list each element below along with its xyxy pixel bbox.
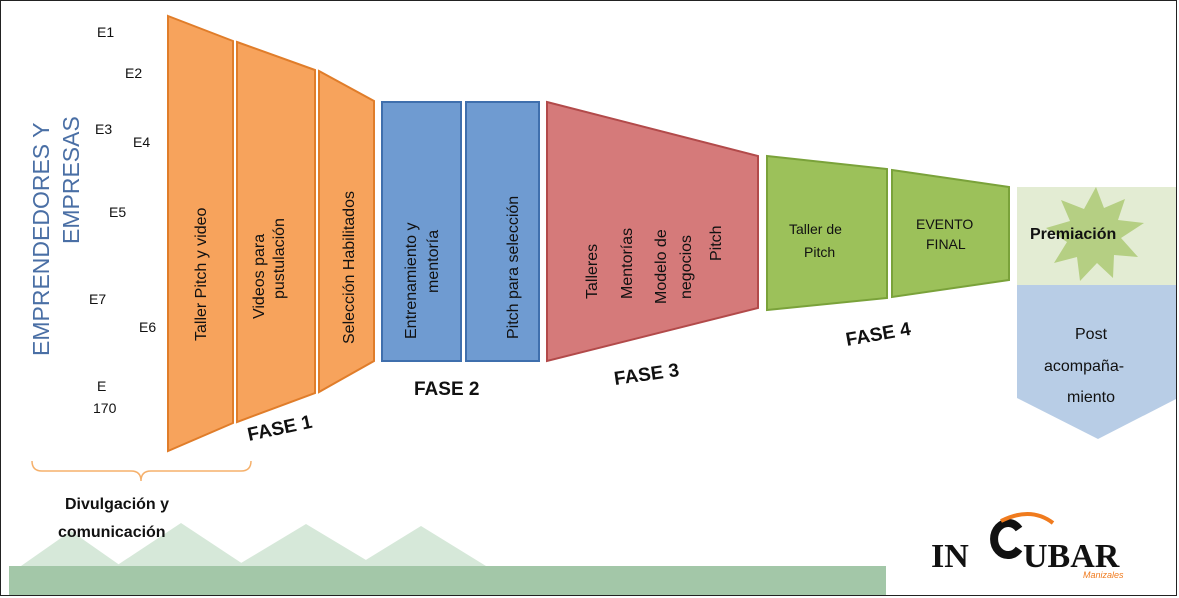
logo-swoosh <box>1000 512 1055 525</box>
phase3-label-line4: negocios <box>678 235 695 299</box>
phase3-shape <box>546 100 759 363</box>
incubar-logo: IN UBAR Manizales <box>931 512 1124 580</box>
logo-text-in: IN <box>931 538 969 575</box>
phase3-label-line3: Modelo de <box>653 229 670 304</box>
phase2-label: FASE 2 <box>414 379 479 400</box>
phase3-label: FASE 3 <box>613 360 681 390</box>
phase2-column-2-label: Pitch para selección <box>505 196 522 339</box>
phase3-label-line5: Pitch <box>708 225 725 261</box>
phase1-funnel: Taller Pitch y video Videos para pustula… <box>167 14 375 453</box>
hill <box>21 531 121 566</box>
post-support-shape <box>1017 285 1176 439</box>
entrepreneur-list: E1 E2 E3 E4 E5 E6 E7 E 170 <box>89 24 156 416</box>
entrepreneur-e6: E6 <box>139 319 156 335</box>
bracket-line <box>31 460 252 482</box>
entrepreneur-e4: E4 <box>133 134 150 150</box>
hill <box>116 523 246 566</box>
phase2-column-1-label-line1: Entrenamiento y <box>403 222 420 339</box>
phase2-column-2 <box>465 101 540 362</box>
sidebar-label: EMPRENDEDORES Y EMPRESAS <box>28 116 84 356</box>
ground-strip <box>9 566 886 595</box>
phase4-column-1 <box>766 154 888 312</box>
outreach-label-line1: Divulgación y <box>65 496 169 513</box>
outreach-bracket: Divulgación y comunicación <box>31 460 252 541</box>
phase2-column-1 <box>381 101 462 362</box>
phase3-label-line1: Talleres <box>584 244 601 299</box>
phase1-column-2-label-line2: pustulación <box>271 218 288 299</box>
phase1-column-3-label: Selección Habilitados <box>341 191 358 344</box>
phase4-column-1-label-line2: Pitch <box>804 244 835 260</box>
logo-text-ubar: UBAR <box>1023 538 1120 575</box>
phase4-column-2-label-line1: EVENTO <box>916 216 973 232</box>
phase2-block: Entrenamiento y mentoría Pitch para sele… <box>381 101 540 362</box>
phase3-block: Talleres Mentorías Modelo de negocios Pi… <box>546 100 759 363</box>
sidebar-label-line2: EMPRESAS <box>58 116 84 244</box>
phase1-column-1 <box>167 14 234 453</box>
phase1-label: FASE 1 <box>246 412 315 446</box>
ground-hills <box>21 523 486 566</box>
entrepreneur-e170-line1: E <box>97 378 106 394</box>
phase4-label: FASE 4 <box>844 319 913 351</box>
entrepreneur-e1: E1 <box>97 24 114 40</box>
award-title: Premiación <box>1030 226 1116 243</box>
entrepreneur-e3: E3 <box>95 121 112 137</box>
logo-tagline: Manizales <box>1083 570 1124 580</box>
entrepreneur-e2: E2 <box>125 65 142 81</box>
award-block: Premiación Post acompaña- miento <box>1017 187 1176 439</box>
phase4-column-2 <box>891 168 1010 299</box>
post-support-line2: acompaña- <box>1044 358 1124 375</box>
hill <box>356 526 486 566</box>
entrepreneur-e5: E5 <box>109 204 126 220</box>
phase2-column-1-label-line2: mentoría <box>425 230 442 293</box>
phase4-column-2-label-line2: FINAL <box>926 236 966 252</box>
sidebar-label-line1: EMPRENDEDORES Y <box>28 123 54 356</box>
phase4-column-1-label-line1: Taller de <box>789 221 842 237</box>
phase1-column-2 <box>236 40 316 424</box>
outreach-label-line2: comunicación <box>58 524 166 541</box>
entrepreneur-e170-line2: 170 <box>93 400 117 416</box>
entrepreneur-e7: E7 <box>89 291 106 307</box>
phase1-column-3 <box>318 69 375 394</box>
post-support-line3: miento <box>1067 389 1115 406</box>
phase4-block: Taller de Pitch EVENTO FINAL <box>766 154 1010 312</box>
logo-c-mark <box>990 519 1023 559</box>
post-support-line1: Post <box>1075 326 1108 343</box>
hill <box>236 524 376 566</box>
phase1-column-2-label-line1: Videos para <box>251 234 268 319</box>
starburst-icon <box>1046 187 1144 281</box>
phase3-label-line2: Mentorías <box>619 228 636 299</box>
phase1-column-1-label: Taller Pitch y video <box>193 208 210 341</box>
